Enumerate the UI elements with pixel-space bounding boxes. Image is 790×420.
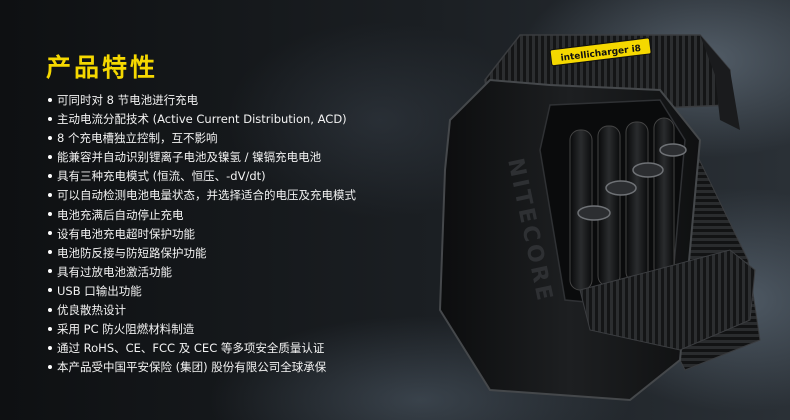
bullet-icon [48,288,52,293]
bullet-icon [48,326,52,331]
feature-item: 通过 RoHS、CE、FCC 及 CEC 等多项安全质量认证 [48,339,356,358]
feature-item: 可以自动检测电池电量状态，并选择适合的电压及充电模式 [48,186,356,205]
bullet-icon [48,97,52,102]
bullet-icon [48,192,52,197]
feature-item: 主动电流分配技术 (Active Current Distribution, A… [48,110,356,129]
feature-item: USB 口输出功能 [48,282,356,301]
section-title: 产品特性 [46,53,159,82]
bullet-icon [48,135,52,140]
feature-item: 8 个充电槽独立控制，互不影响 [48,129,356,148]
feature-item: 优良散热设计 [48,301,356,320]
feature-item: 具有三种充电模式 (恒流、恒压、-dV/dt) [48,167,356,186]
feature-item: 可同时对 8 节电池进行充电 [48,91,356,110]
feature-item: 能兼容并自动识别锂离子电池及镍氢 / 镍镉充电电池 [48,148,356,167]
feature-item: 具有过放电池激活功能 [48,263,356,282]
bullet-icon [48,250,52,255]
feature-item: 电池防反接与防短路保护功能 [48,244,356,263]
battery-slots [569,117,687,291]
bullet-icon [48,269,52,274]
bullet-icon [48,212,52,217]
bullet-icon [48,307,52,312]
bullet-icon [48,154,52,159]
feature-item: 电池充满后自动停止充电 [48,206,356,225]
bullet-icon [48,231,52,236]
bullet-icon [48,116,52,121]
bullet-icon [48,364,52,369]
bullet-icon [48,173,52,178]
charger-product-image: intellicharger i8 NITECORE [438,34,761,402]
feature-item: 采用 PC 防火阻燃材料制造 [48,320,356,339]
feature-item: 设有电池充电超时保护功能 [48,225,356,244]
feature-item: 本产品受中国平安保险 (集团) 股份有限公司全球承保 [48,358,356,377]
feature-list: 可同时对 8 节电池进行充电 主动电流分配技术 (Active Current … [48,91,356,377]
bullet-icon [48,345,52,350]
